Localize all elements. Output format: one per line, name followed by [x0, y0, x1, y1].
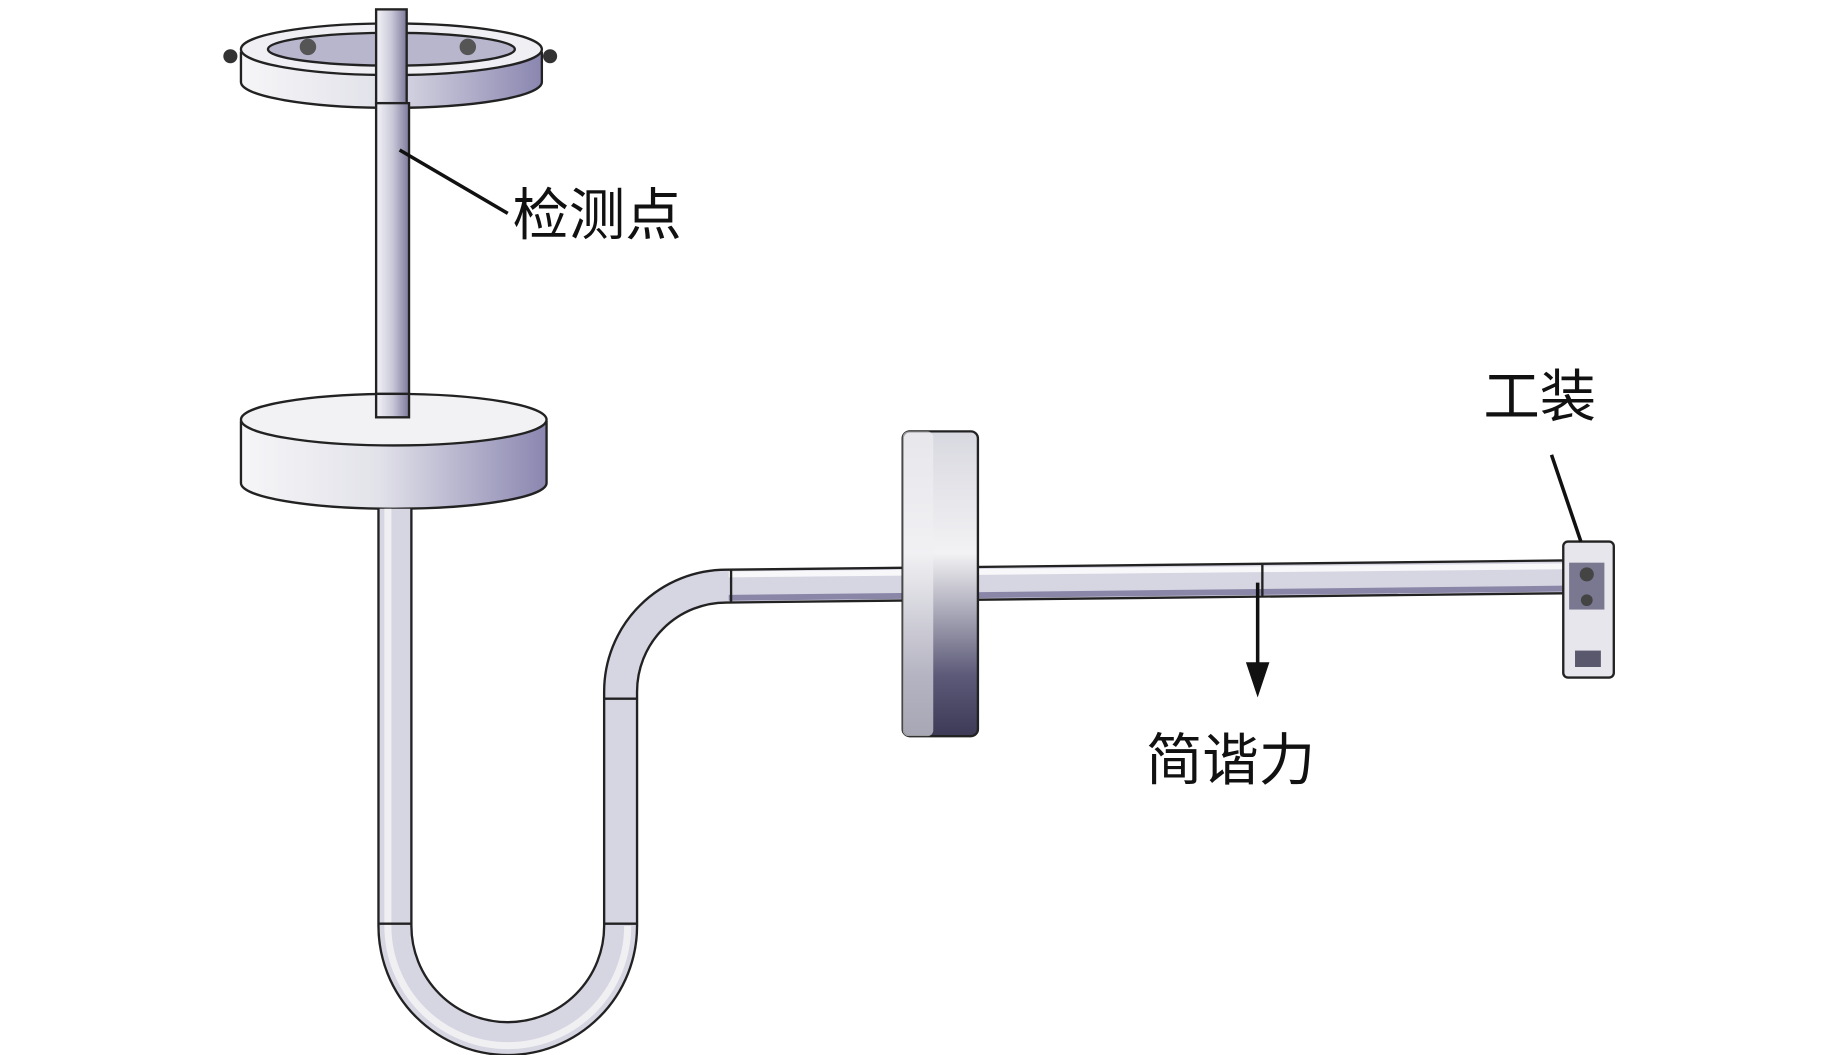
vertical-disc-mass [901, 430, 980, 738]
fixture-clamp [1562, 540, 1615, 679]
upper-vertical-pipe [374, 101, 411, 418]
top-flange-ring [223, 8, 558, 110]
horizontal-disc-mass [239, 392, 548, 510]
harmonic-force-label: 简谐力 [1146, 729, 1315, 794]
harmonic-force-arrow [1245, 582, 1270, 698]
detection-point-leader [398, 148, 509, 215]
fixture-leader [1549, 454, 1583, 543]
fixture-label: 工装 [1483, 365, 1596, 430]
detection-point-label: 检测点 [512, 184, 681, 249]
